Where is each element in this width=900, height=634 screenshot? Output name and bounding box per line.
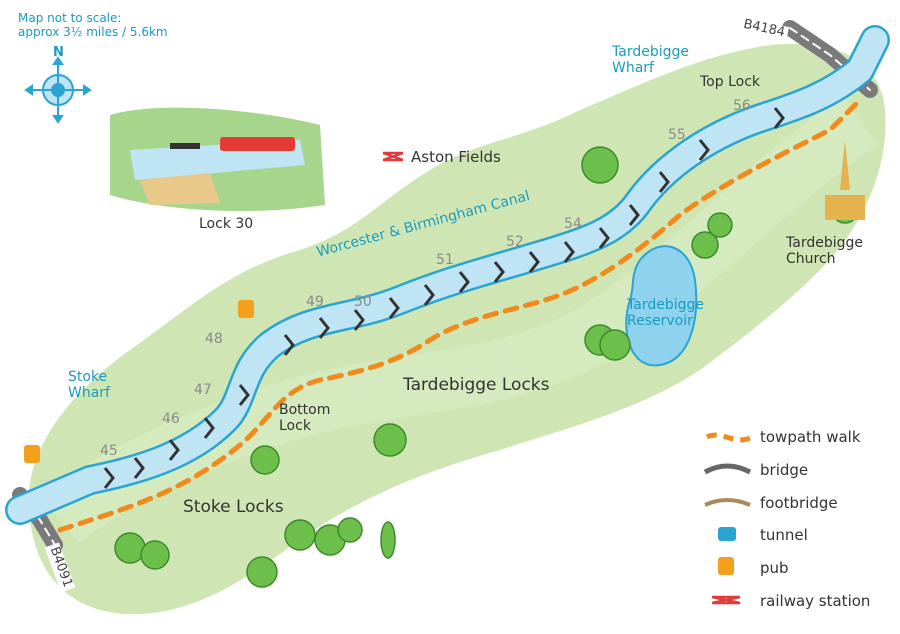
- legend-footbridge-label: footbridge: [760, 494, 838, 512]
- place-lock-30: Lock 30: [199, 216, 254, 232]
- compass-north-label: N: [53, 45, 64, 60]
- scale-note: Map not to scale: approx 3½ miles / 5.6k…: [18, 11, 168, 39]
- lock-number: 48: [205, 331, 223, 347]
- lock-number: 52: [506, 234, 524, 250]
- reservoir: [625, 245, 698, 367]
- compass-rose: [24, 56, 92, 124]
- legend-pub-label: pub: [760, 559, 789, 577]
- lock-gates: [103, 107, 785, 489]
- tardebigge-reservoir-line1: Tardebigge: [627, 297, 704, 313]
- tardebigge-wharf-line1: Tardebigge: [612, 44, 689, 60]
- scale-note-line1: Map not to scale:: [18, 11, 122, 25]
- place-stoke-locks: Stoke Locks: [183, 497, 284, 517]
- towpath-route: [57, 97, 863, 533]
- place-bottom-lock: Bottom Lock: [279, 402, 330, 434]
- lock-illustration: [110, 107, 325, 211]
- stoke-wharf-line2: Wharf: [68, 385, 110, 402]
- legend-bridge-label: bridge: [760, 461, 809, 479]
- place-tardebigge-locks: Tardebigge Locks: [403, 375, 550, 395]
- legend-railway-label: railway station: [760, 592, 871, 610]
- lock-number: 51: [436, 252, 454, 268]
- lock-number: 46: [162, 411, 180, 427]
- place-tardebigge-church: Tardebigge Church: [786, 235, 863, 267]
- place-tardebigge-wharf: Tardebigge Wharf: [612, 44, 689, 76]
- place-aston-fields: Aston Fields: [411, 148, 501, 166]
- pub-icons: [24, 300, 254, 463]
- lock-number: 55: [668, 127, 686, 143]
- scale-note-line2: approx 3½ miles / 5.6km: [18, 25, 168, 39]
- place-top-lock: Top Lock: [700, 74, 760, 90]
- lock-number: 50: [354, 294, 372, 310]
- tardebigge-church-line2: Church: [786, 251, 836, 268]
- tardebigge-reservoir-line2: Reservoir: [627, 313, 693, 330]
- tardebigge-church-line1: Tardebigge: [786, 235, 863, 251]
- legend-symbols: [703, 432, 752, 605]
- legend-tunnel-label: tunnel: [760, 526, 808, 544]
- place-tardebigge-reservoir: Tardebigge Reservoir: [627, 297, 704, 329]
- legend-towpath-label: towpath walk: [760, 428, 861, 446]
- lock-number: 47: [194, 382, 212, 398]
- railway-station-icon: [382, 151, 404, 162]
- stoke-wharf-line1: Stoke: [68, 369, 108, 385]
- church-icon: [825, 140, 865, 220]
- lock-number: 45: [100, 443, 118, 459]
- place-stoke-wharf: Stoke Wharf: [68, 369, 110, 401]
- lock-number: 54: [564, 216, 582, 232]
- bottom-lock-line1: Bottom: [279, 402, 331, 418]
- bottom-lock-line2: Lock: [279, 418, 311, 435]
- trees: [114, 146, 859, 588]
- lock-number: 56: [733, 98, 751, 114]
- tardebigge-wharf-line2: Wharf: [612, 60, 654, 77]
- lock-number: 49: [306, 294, 324, 310]
